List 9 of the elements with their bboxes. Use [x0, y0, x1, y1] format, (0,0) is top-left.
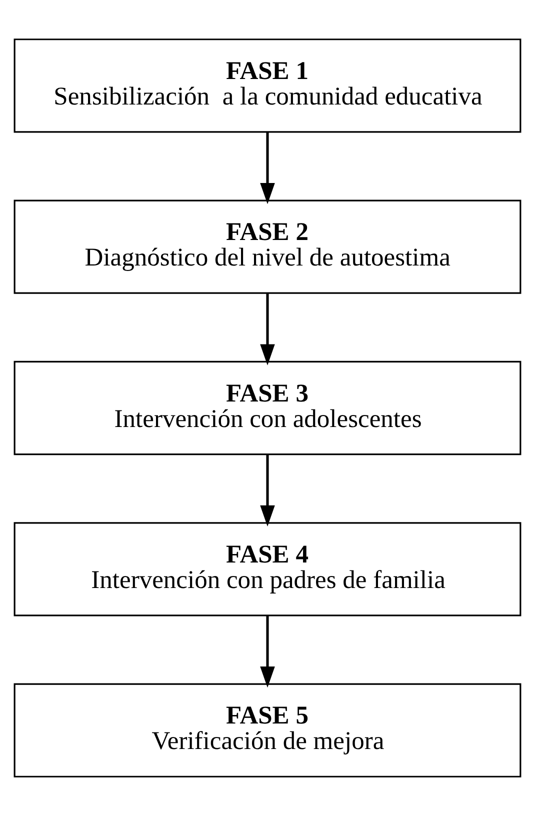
arrow	[260, 293, 275, 366]
node-box: FASE 3 Intervención con adolescentes	[14, 360, 522, 456]
arrow	[260, 132, 275, 204]
node-box: FASE 1 Sensibilización a la comunidad educativa	[14, 38, 522, 133]
node-box: FASE 5 Verificación de mejora	[14, 683, 522, 778]
node-box: FASE 4 Intervención con padres de familia	[14, 522, 522, 616]
arrow	[260, 454, 275, 526]
node-box: FASE 2 Diagnóstico del nivel de autoestima	[14, 200, 522, 294]
arrow	[260, 616, 275, 688]
